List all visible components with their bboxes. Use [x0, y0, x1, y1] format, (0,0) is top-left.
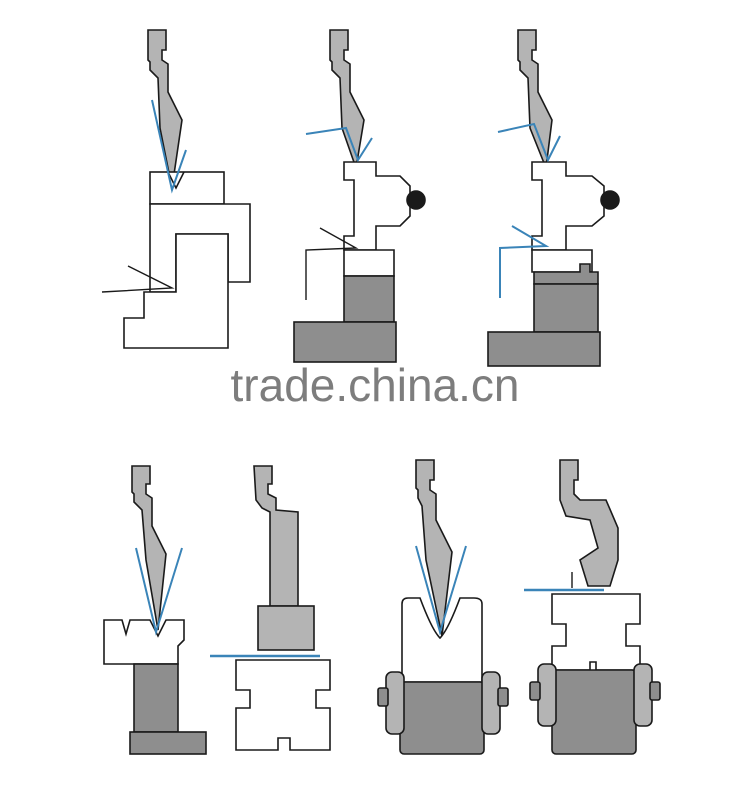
figure-standard-v-bend — [101, 29, 251, 349]
knob-icon — [406, 190, 426, 210]
roller-body — [551, 669, 637, 755]
sheet-metal-blue-top — [497, 122, 561, 163]
v-die-groove — [167, 171, 185, 190]
figure-flattening-tool — [210, 465, 331, 751]
flattening-die — [235, 659, 331, 751]
gooseneck-punch — [559, 459, 619, 587]
flattening-punch — [253, 465, 299, 607]
punch-blade — [131, 465, 167, 631]
knob-left-icon — [529, 681, 541, 701]
support-block — [343, 275, 395, 323]
roller-body — [399, 681, 485, 755]
sheet-metal-black — [101, 265, 175, 293]
base-plate — [129, 731, 207, 755]
punch-blade — [517, 29, 553, 169]
figure-segmented-holder — [293, 29, 426, 363]
support-block — [133, 663, 179, 733]
v-die-upper — [401, 597, 483, 683]
punch-blade — [415, 459, 453, 637]
punch-blade — [147, 29, 183, 189]
v-die-block — [103, 619, 185, 665]
punch-pad — [257, 605, 315, 651]
base-plate — [487, 331, 601, 367]
figure-holder-on-block — [487, 29, 620, 367]
punch-blade — [329, 29, 365, 169]
knob-left-icon — [377, 687, 389, 707]
die-holder-upper — [343, 161, 411, 251]
knob-right-icon — [649, 681, 661, 701]
sheet-metal-blue — [305, 126, 373, 163]
sheet-metal-blue — [415, 545, 467, 636]
die-support-base — [123, 233, 229, 349]
base-plate — [293, 321, 397, 363]
v-die-top — [149, 171, 225, 205]
die-holder-upper — [531, 161, 605, 251]
sheet-metal-blue — [135, 547, 183, 636]
flattening-die — [551, 593, 641, 671]
sheet-metal-black — [305, 227, 359, 300]
figure-gooseneck-roller — [524, 459, 661, 755]
sheet-metal-blue-side — [499, 225, 550, 298]
sheet-metal-blue — [151, 99, 187, 194]
die-holder-lower — [343, 249, 395, 277]
support-block — [533, 283, 599, 333]
figure-roller-v-die — [377, 459, 509, 755]
figure-v-die-on-block — [103, 465, 207, 755]
knob-right-icon — [497, 687, 509, 707]
knob-icon — [600, 190, 620, 210]
